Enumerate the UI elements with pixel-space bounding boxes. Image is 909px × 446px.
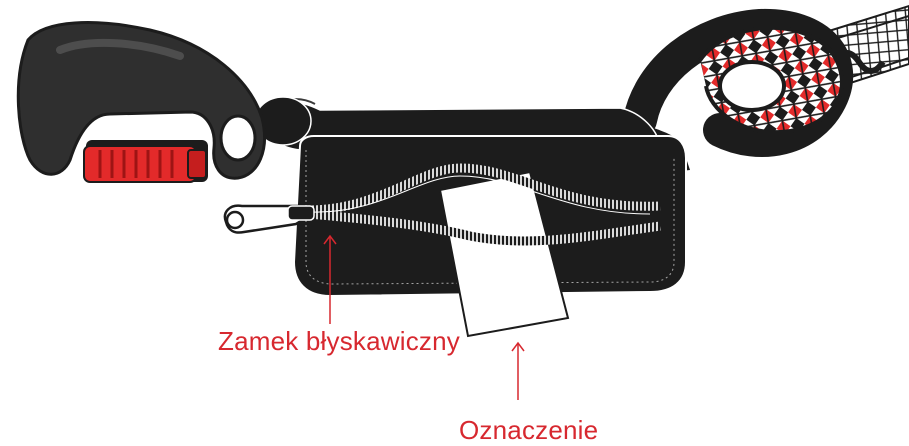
callout-arrow-marking	[512, 343, 524, 400]
carabiner-icon	[18, 23, 264, 182]
marking-label: Oznaczenie	[459, 417, 598, 443]
lock-sleeve	[84, 146, 206, 182]
zipper-label: Zamek błyskawiczny	[218, 328, 460, 354]
